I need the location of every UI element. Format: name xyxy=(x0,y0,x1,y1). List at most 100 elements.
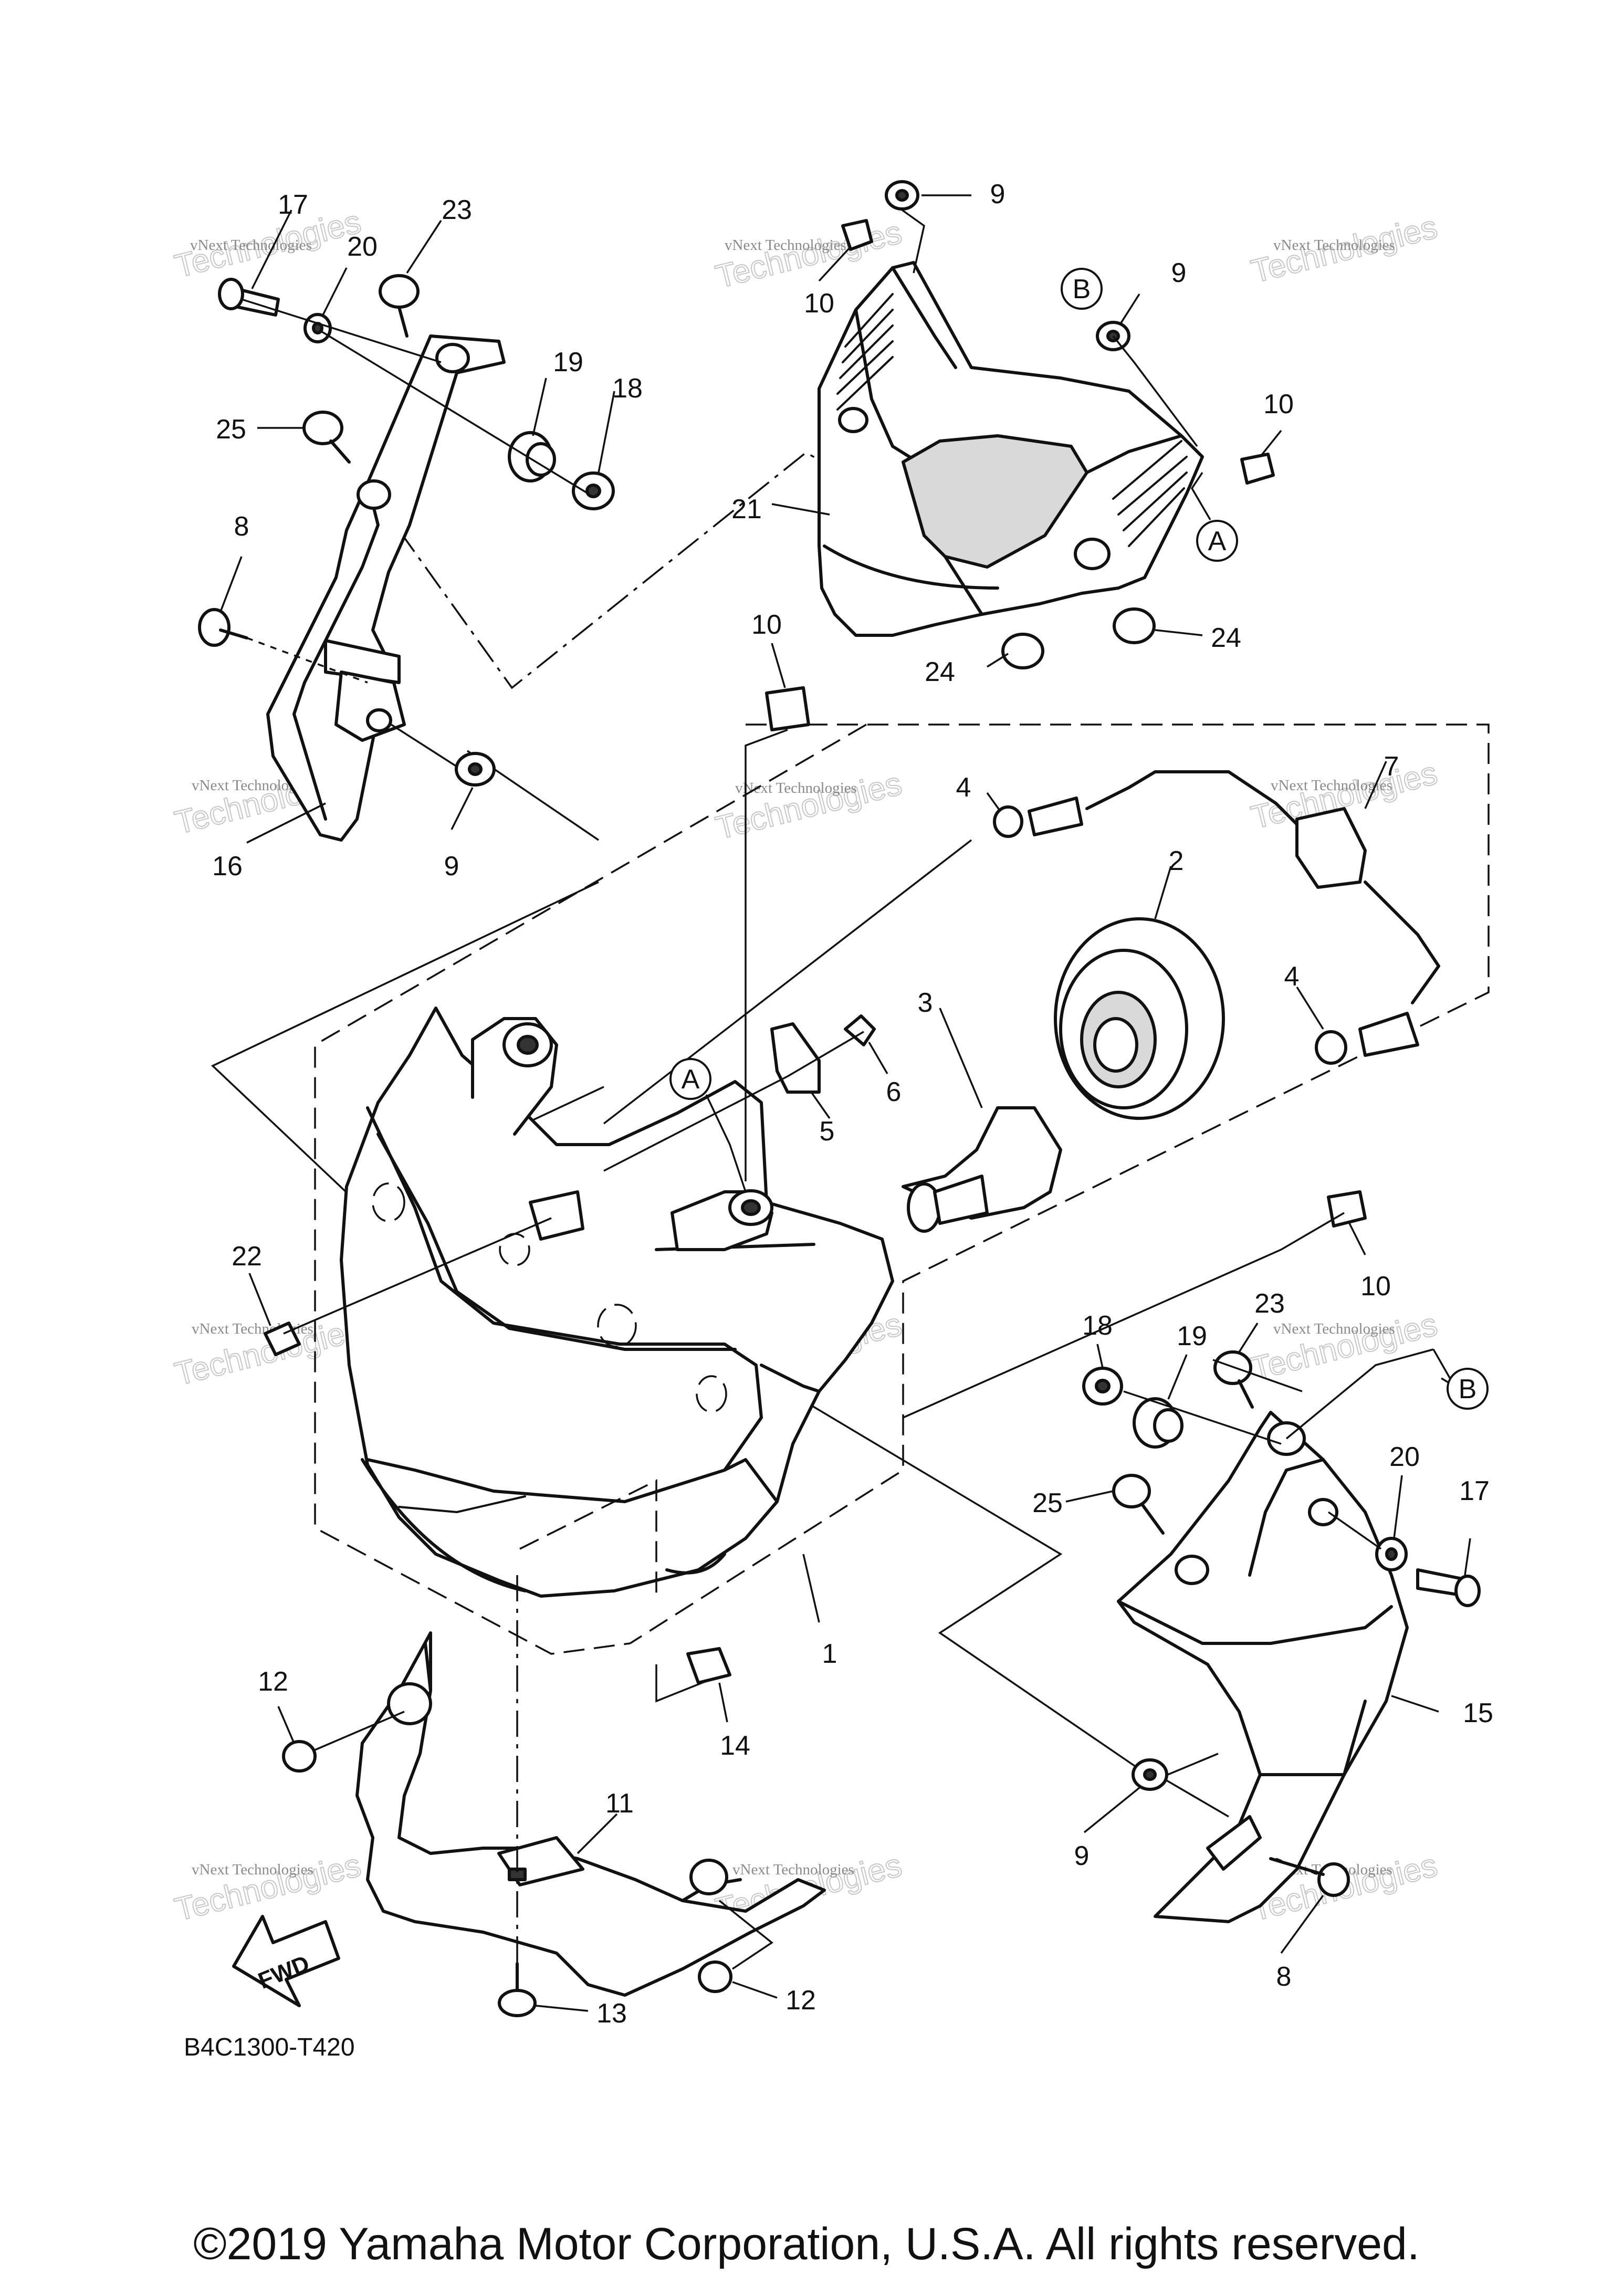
callout-24: 24 xyxy=(925,657,955,687)
reference-label: A xyxy=(682,1064,700,1095)
screw-icon xyxy=(498,1989,537,2017)
watermark-text: vNext Technologies xyxy=(190,237,312,254)
callout-15: 15 xyxy=(1463,1698,1493,1728)
connector-icon xyxy=(1295,807,1367,889)
headlight-internals xyxy=(264,686,1440,1419)
callout-5: 5 xyxy=(820,1116,835,1147)
nut-clip-icon xyxy=(1327,1190,1367,1228)
cowl-fasteners xyxy=(841,180,1275,669)
grommet-icon xyxy=(1113,607,1156,644)
callout-14: 14 xyxy=(720,1731,750,1761)
callout-16: 16 xyxy=(212,851,243,882)
callout-10: 10 xyxy=(1263,389,1294,420)
callout-9: 9 xyxy=(444,851,459,882)
nut-clip-icon xyxy=(686,1647,731,1684)
callout-7: 7 xyxy=(1384,751,1399,782)
bolt-icon xyxy=(198,608,231,647)
callout-19: 19 xyxy=(553,347,583,378)
watermark-text: vNext Technologies xyxy=(1273,1320,1395,1337)
right-bracket-part-15 xyxy=(1117,1411,1409,1923)
reference-circle-b xyxy=(1061,268,1103,310)
screw-icon xyxy=(282,1740,317,1773)
callout-18: 18 xyxy=(1082,1310,1113,1341)
callout-8: 8 xyxy=(1276,1962,1292,1992)
fwd-arrow: FWD xyxy=(232,1915,340,2007)
watermark-text: vNext Technologies xyxy=(1271,777,1392,794)
small-bulb-icon xyxy=(1315,1030,1347,1065)
watermark-text: vNext Technologies xyxy=(192,1861,313,1878)
nut-clip-icon xyxy=(1240,453,1275,485)
reference-line xyxy=(398,451,862,689)
callout-11: 11 xyxy=(605,1788,634,1819)
bolt-icon xyxy=(302,411,343,445)
reference-line xyxy=(630,724,1490,1644)
callout-10: 10 xyxy=(751,610,782,640)
reference-circle-a xyxy=(1196,520,1238,562)
lower-cover-part-11 xyxy=(282,1575,826,2017)
reference-line xyxy=(314,724,867,1655)
reference-label: B xyxy=(1073,274,1091,305)
callout-25: 25 xyxy=(1032,1488,1063,1518)
callout-6: 6 xyxy=(886,1077,902,1107)
watermark-text: vNext Technologies xyxy=(725,237,846,254)
watermark-text: vNext Technologies xyxy=(1273,237,1395,254)
callout-20: 20 xyxy=(1389,1442,1420,1472)
callout-25: 25 xyxy=(216,414,246,445)
callout-19: 19 xyxy=(1177,1321,1207,1351)
callout-17: 17 xyxy=(278,190,308,220)
reference-line xyxy=(761,1375,1156,1781)
callout-20: 20 xyxy=(347,232,378,262)
leader-lines xyxy=(219,194,1471,2012)
headlight-assembly-part-1 xyxy=(340,1007,894,1598)
small-bulb-icon xyxy=(993,805,1023,838)
reference-label: B xyxy=(1459,1374,1477,1404)
screw-icon xyxy=(698,1960,732,1993)
bolt-icon xyxy=(1112,1474,1151,1508)
callout-24: 24 xyxy=(1211,623,1241,653)
callout-1: 1 xyxy=(822,1639,837,1669)
watermark-text: Technologies xyxy=(171,1847,364,1928)
callout-18: 18 xyxy=(612,373,643,404)
nut-clip-icon xyxy=(765,686,810,731)
callout-12: 12 xyxy=(785,1985,816,2016)
callout-4: 4 xyxy=(1284,961,1300,992)
reference-markers: B A A B xyxy=(669,268,1489,1410)
callout-3: 3 xyxy=(918,988,933,1018)
callouts: 17 20 23 19 18 25 8 16 9 9 10 9 10 21 24… xyxy=(212,179,1493,2029)
callout-12: 12 xyxy=(258,1666,288,1697)
callout-22: 22 xyxy=(232,1241,262,1272)
bolt-icon xyxy=(1317,1862,1350,1897)
copyright-notice: ©2019 Yamaha Motor Corporation, U.S.A. A… xyxy=(193,2219,1420,2269)
watermark-text: vNext Technologies xyxy=(735,780,857,796)
callout-9: 9 xyxy=(990,179,1005,209)
reference-label: A xyxy=(1208,526,1227,557)
callout-9: 9 xyxy=(1171,258,1187,288)
left-bracket-part-16 xyxy=(266,334,506,842)
callout-13: 13 xyxy=(596,1998,627,2029)
callout-2: 2 xyxy=(1169,846,1184,876)
callout-23: 23 xyxy=(1254,1288,1285,1319)
watermark-text: Technologies xyxy=(712,766,905,847)
clip-icon xyxy=(770,1022,821,1094)
callout-17: 17 xyxy=(1459,1476,1490,1506)
watermark-text: Technologies xyxy=(712,214,905,296)
bolt-icon xyxy=(379,274,420,309)
left-fasteners xyxy=(198,274,615,787)
grommet-icon xyxy=(1001,633,1044,669)
callout-21: 21 xyxy=(731,494,762,525)
front-cowl-part-21 xyxy=(818,261,1204,637)
nut-clip-icon xyxy=(841,219,873,251)
callout-8: 8 xyxy=(234,511,249,542)
watermark-text: vNext Technologies xyxy=(732,1861,854,1878)
callout-9: 9 xyxy=(1074,1841,1090,1871)
diagram-code: B4C1300-T420 xyxy=(184,2033,355,2061)
callout-4: 4 xyxy=(956,772,971,803)
screw-icon xyxy=(844,1014,876,1046)
right-fasteners xyxy=(1082,1348,1481,1897)
callout-10: 10 xyxy=(804,288,834,319)
reference-circle-b xyxy=(1447,1368,1489,1410)
callout-23: 23 xyxy=(442,195,472,225)
callout-10: 10 xyxy=(1360,1271,1391,1302)
reference-circle-a xyxy=(669,1058,711,1100)
